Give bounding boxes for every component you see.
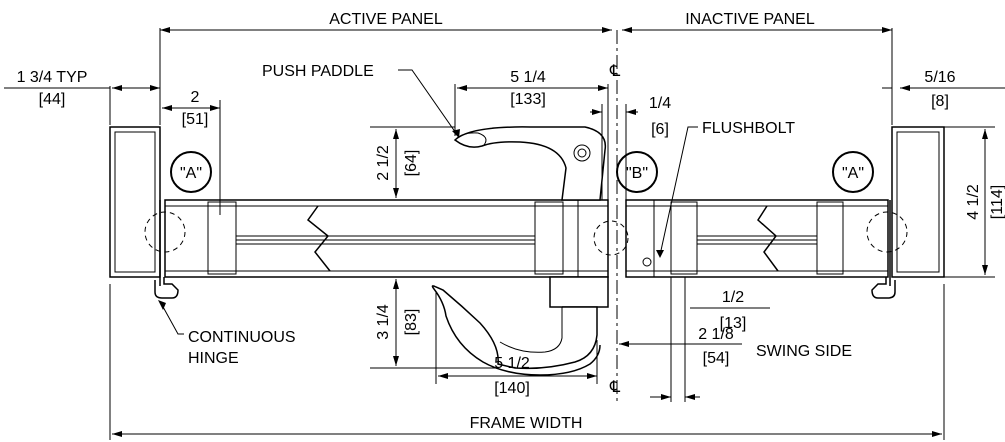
active-door-panel bbox=[164, 199, 609, 278]
dim-2-1-2-mm: [64] bbox=[403, 150, 420, 177]
dim-2 bbox=[162, 100, 221, 215]
dim-1-3-4-typ-mm: [44] bbox=[39, 91, 66, 108]
push-paddle-leader bbox=[398, 69, 459, 137]
dim-1-2-label: 1/2 bbox=[722, 289, 744, 306]
svg-text:"A": "A" bbox=[842, 165, 864, 182]
marker-a-left: "A" bbox=[170, 151, 212, 193]
left-frame-jamb bbox=[109, 126, 161, 278]
marker-b: "B" bbox=[616, 151, 658, 193]
panel-dimension-line bbox=[159, 27, 893, 125]
flushbolt-label: FLUSHBOLT bbox=[702, 120, 795, 137]
dim-1-3-4-typ bbox=[4, 85, 160, 125]
inactive-door-panel bbox=[625, 199, 889, 278]
dim-3-1-4-mm: [83] bbox=[403, 309, 420, 336]
frame-width-dimension bbox=[109, 284, 945, 440]
dim-2-1-8-label: 2 1/8 bbox=[698, 326, 734, 343]
dim-2-1-2 bbox=[370, 126, 455, 201]
marker-a-right: "A" bbox=[832, 151, 874, 193]
dim-3-1-4-label: 3 1/4 bbox=[375, 304, 392, 340]
dim-2-1-2-label: 2 1/2 bbox=[375, 145, 392, 181]
left-continuous-hinge bbox=[154, 200, 179, 299]
push-paddle-label: PUSH PADDLE bbox=[262, 63, 374, 80]
push-paddle bbox=[453, 126, 607, 201]
svg-text:"A": "A" bbox=[180, 165, 202, 182]
dim-5-1-2-mm: [140] bbox=[494, 380, 530, 397]
dim-5-1-2-label: 5 1/2 bbox=[494, 355, 530, 372]
detail-circle-a-left bbox=[144, 211, 186, 253]
flushbolt-icon bbox=[642, 257, 652, 267]
dim-5-16-label: 5/16 bbox=[924, 69, 955, 86]
dim-5-1-4-mm: [133] bbox=[510, 91, 546, 108]
right-continuous-hinge bbox=[871, 200, 896, 299]
dim-4-1-2 bbox=[944, 126, 995, 278]
hinge-leader bbox=[161, 304, 184, 335]
dim-2-label: 2 bbox=[191, 89, 200, 106]
centerline-symbol-top: ℄ bbox=[609, 63, 621, 80]
continuous-hinge-label-1: CONTINUOUS bbox=[188, 329, 296, 346]
centerline-symbol-bottom: ℄ bbox=[609, 379, 621, 396]
dim-1-2 bbox=[650, 277, 700, 402]
right-frame-jamb bbox=[891, 126, 945, 278]
continuous-hinge-label-2: HINGE bbox=[188, 350, 239, 367]
dim-5-16-mm: [8] bbox=[931, 93, 949, 110]
dim-3-1-4 bbox=[370, 276, 498, 369]
dim-5-1-4-label: 5 1/4 bbox=[510, 69, 546, 86]
dim-4-1-2-mm: [114] bbox=[989, 185, 1005, 219]
dim-1-4-label: 1/4 bbox=[649, 95, 671, 112]
dim-2-1-8-mm: [54] bbox=[703, 350, 730, 367]
svg-text:"B": "B" bbox=[626, 165, 648, 182]
dim-4-1-2-label: 4 1/2 bbox=[965, 184, 982, 220]
inactive-panel-label: INACTIVE PANEL bbox=[685, 11, 815, 28]
dim-1-4-mm: [6] bbox=[651, 121, 669, 138]
dim-2-mm: [51] bbox=[182, 111, 209, 128]
dim-1-2-mm: [13] bbox=[720, 315, 747, 332]
dim-5-1-2 bbox=[435, 292, 598, 384]
detail-circle-b bbox=[593, 220, 629, 256]
swing-side-label: SWING SIDE bbox=[756, 343, 852, 360]
active-panel-label: ACTIVE PANEL bbox=[329, 11, 443, 28]
dim-1-3-4-typ-label: 1 3/4 TYP bbox=[17, 69, 88, 86]
detail-circle-a-right bbox=[866, 211, 908, 253]
dim-1-4 bbox=[590, 104, 638, 200]
frame-width-label: FRAME WIDTH bbox=[470, 415, 583, 432]
flushbolt-leader bbox=[659, 126, 698, 256]
